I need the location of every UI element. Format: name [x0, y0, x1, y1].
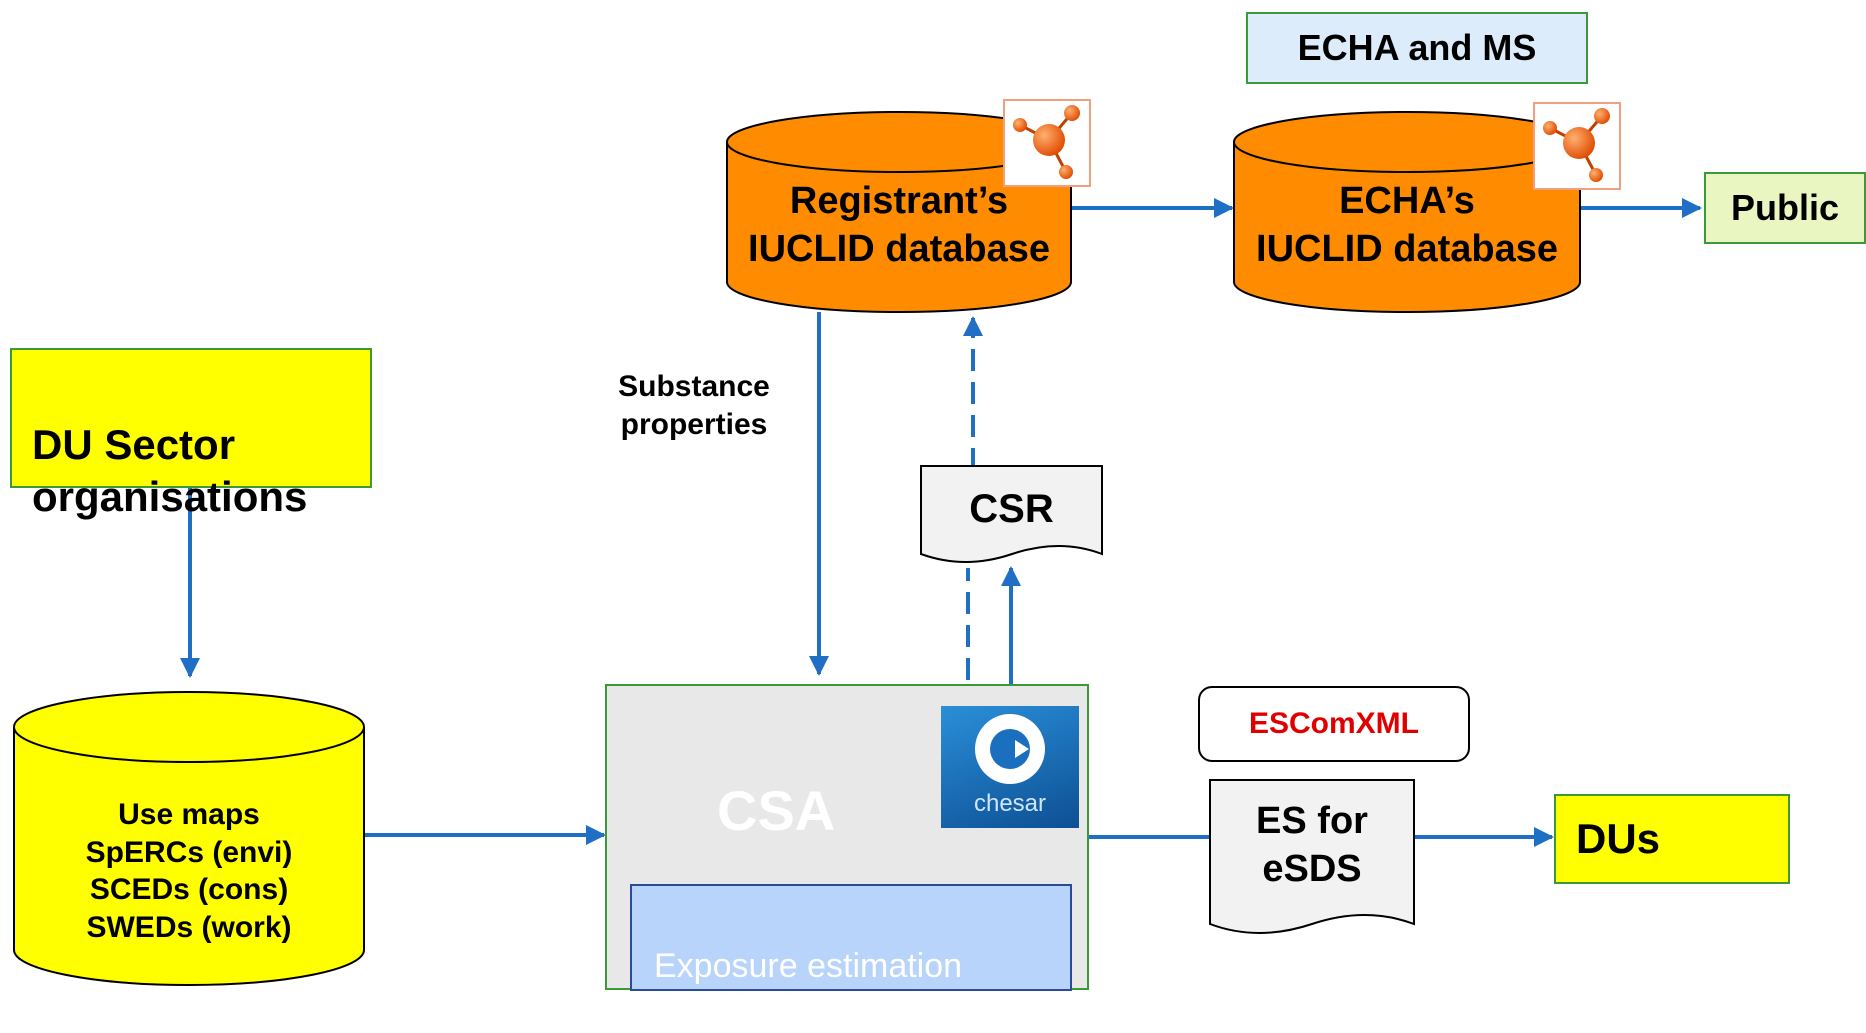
- iuclid-molecule-icon: [1533, 102, 1621, 190]
- escomxml-label: ESComXML: [1248, 707, 1419, 740]
- es-esds-document-shape: [1209, 779, 1415, 934]
- csa-label: CSA: [717, 779, 836, 842]
- dus-box: DUs: [1554, 794, 1790, 884]
- exposure-tools-label: Exposure estimation tools: [654, 947, 963, 1030]
- public-box: Public: [1704, 172, 1866, 244]
- registrant-iuclid-db-shape: [726, 111, 1072, 313]
- es-esds-label: ES for eSDS: [1256, 800, 1368, 890]
- registrant-iuclid-db-label: Registrant’s IUCLID database: [748, 180, 1050, 270]
- csr-label: CSR: [969, 487, 1054, 531]
- chesar-logo-text: chesar: [973, 790, 1047, 817]
- du-sector-label: DU Sector organisations: [32, 420, 308, 521]
- use-maps-label: Use maps SpERCs (envi) SCEDs (cons) SWED…: [85, 798, 293, 944]
- use-maps-db-shape: [13, 691, 365, 986]
- substance-properties-label: Substance properties: [618, 370, 770, 441]
- dus-label: DUs: [1576, 815, 1661, 862]
- echa-ms-label: ECHA and MS: [1297, 27, 1537, 68]
- chesar-logo: chesar: [941, 706, 1079, 828]
- escomxml-box: ESComXML: [1198, 686, 1470, 762]
- public-label: Public: [1730, 187, 1840, 228]
- echa-ms-box: ECHA and MS: [1246, 12, 1588, 84]
- iuclid-molecule-icon: [1003, 99, 1091, 187]
- chesar-c-icon: [975, 714, 1045, 784]
- du-sector-box: DU Sector organisations: [10, 348, 372, 520]
- exposure-tools-box: Exposure estimation tools: [630, 884, 1072, 1029]
- echa-iuclid-db-label: ECHA’s IUCLID database: [1256, 180, 1558, 270]
- echa-iuclid-db-shape: [1233, 111, 1581, 313]
- csr-document-shape: [920, 465, 1103, 563]
